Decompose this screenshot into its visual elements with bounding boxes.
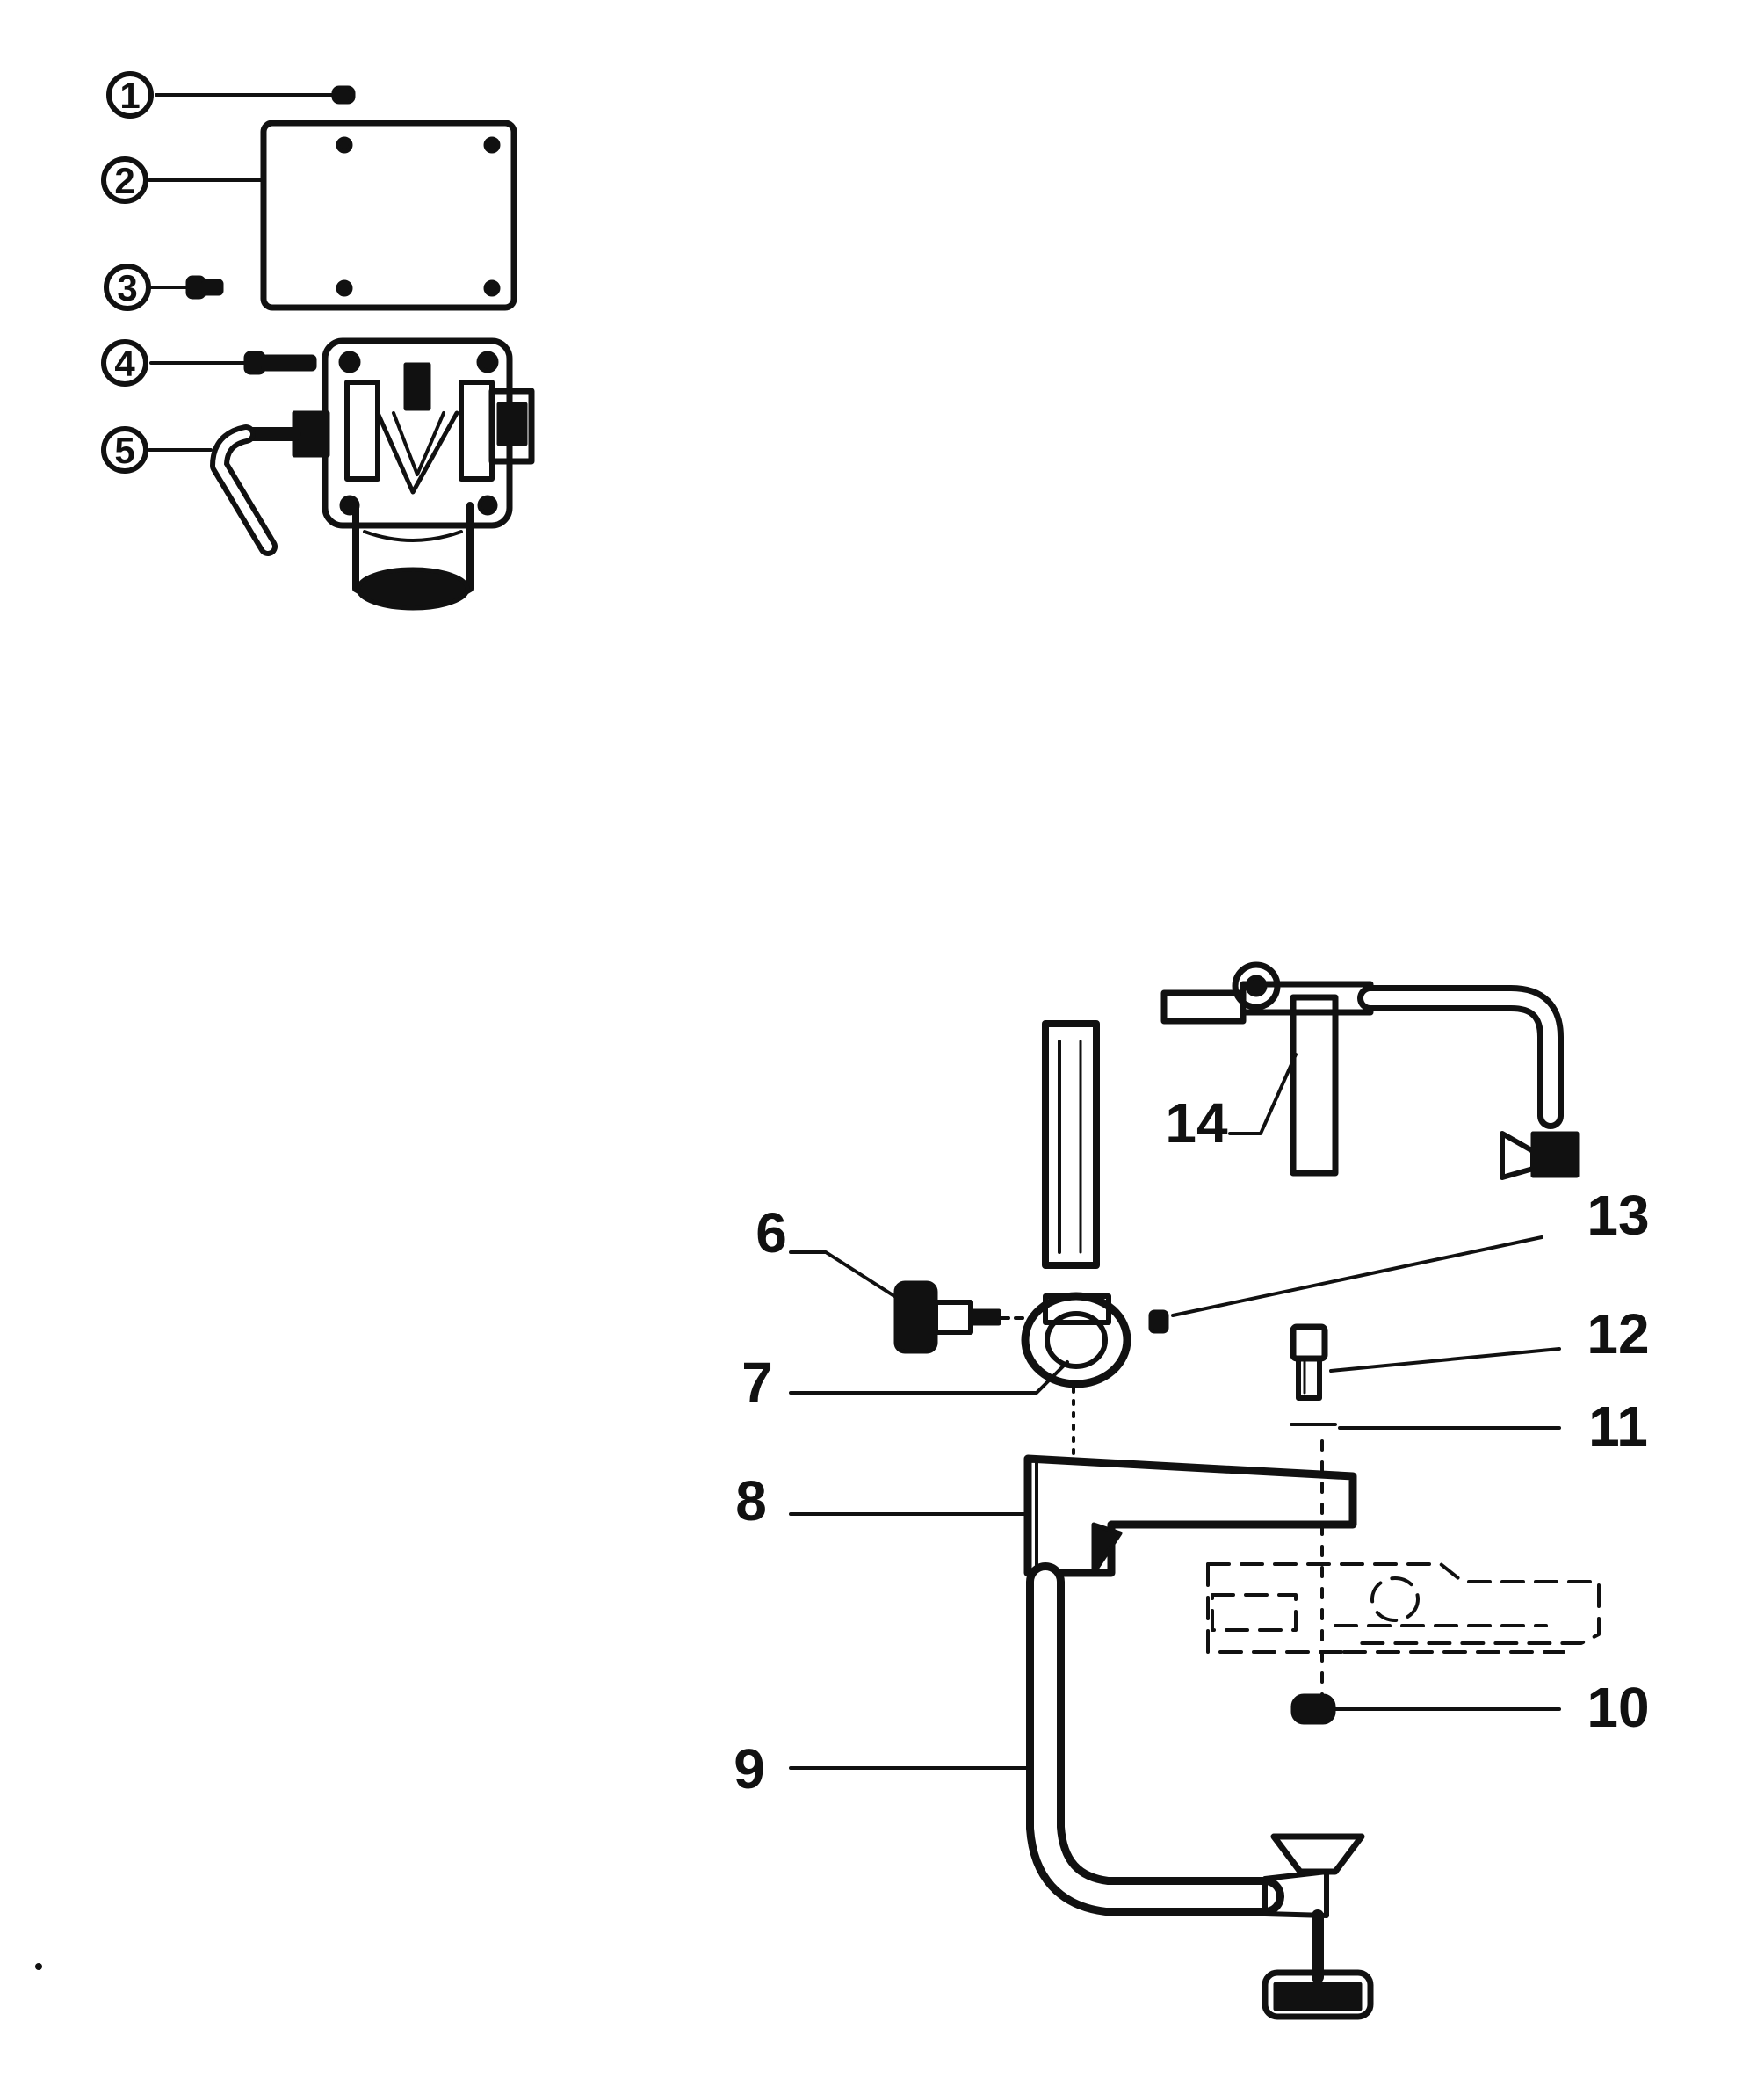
part-1-pin xyxy=(155,85,356,105)
part-3-screw xyxy=(149,275,224,300)
part-9-lower-arm xyxy=(1026,1562,1374,2020)
lower-assembly xyxy=(893,961,1601,2020)
callout-12: 12 xyxy=(1587,1302,1649,1366)
part-7-collar xyxy=(1000,1292,1131,1388)
callout-10: 10 xyxy=(1587,1676,1649,1739)
callout-1: 1 xyxy=(106,71,154,119)
scan-speck xyxy=(35,1963,42,1970)
callout-5: 5 xyxy=(101,426,148,474)
leader-lines xyxy=(789,1053,1561,1770)
callout-6: 6 xyxy=(755,1201,787,1264)
part-10-nut xyxy=(1290,1693,1336,1725)
part-12-bolt xyxy=(1290,1323,1328,1401)
callout-2-label: 2 xyxy=(114,160,134,201)
plain-callouts: 6 7 8 9 10 11 12 13 14 xyxy=(734,1091,1649,1801)
part-4-long-screw xyxy=(149,351,317,375)
callout-1-label: 1 xyxy=(119,75,140,116)
part-6-thumb-screw xyxy=(893,1280,1001,1354)
part-13-set-screw xyxy=(1148,1309,1169,1334)
upper-assembly xyxy=(148,85,535,611)
callout-13: 13 xyxy=(1587,1184,1649,1247)
circled-callouts: 1 2 3 4 5 xyxy=(101,71,154,474)
callout-14: 14 xyxy=(1165,1091,1228,1155)
callout-9: 9 xyxy=(734,1737,765,1801)
callout-3-label: 3 xyxy=(117,267,137,308)
upper-post xyxy=(1042,1020,1100,1269)
callout-8: 8 xyxy=(735,1469,767,1532)
callout-11: 11 xyxy=(1588,1395,1648,1458)
callout-4: 4 xyxy=(101,339,148,387)
callout-2: 2 xyxy=(101,156,148,204)
callout-7: 7 xyxy=(741,1351,773,1414)
part-2-cover-plate xyxy=(148,120,517,311)
callout-5-label: 5 xyxy=(114,430,134,471)
table-outline-dashed xyxy=(1206,1562,1601,1654)
part-8-arm-bracket xyxy=(1023,1454,1357,1577)
callout-3: 3 xyxy=(104,264,151,311)
part-5-motor-housing xyxy=(148,337,535,611)
part-14-holder-arm xyxy=(1160,961,1580,1180)
callout-4-label: 4 xyxy=(114,343,135,384)
